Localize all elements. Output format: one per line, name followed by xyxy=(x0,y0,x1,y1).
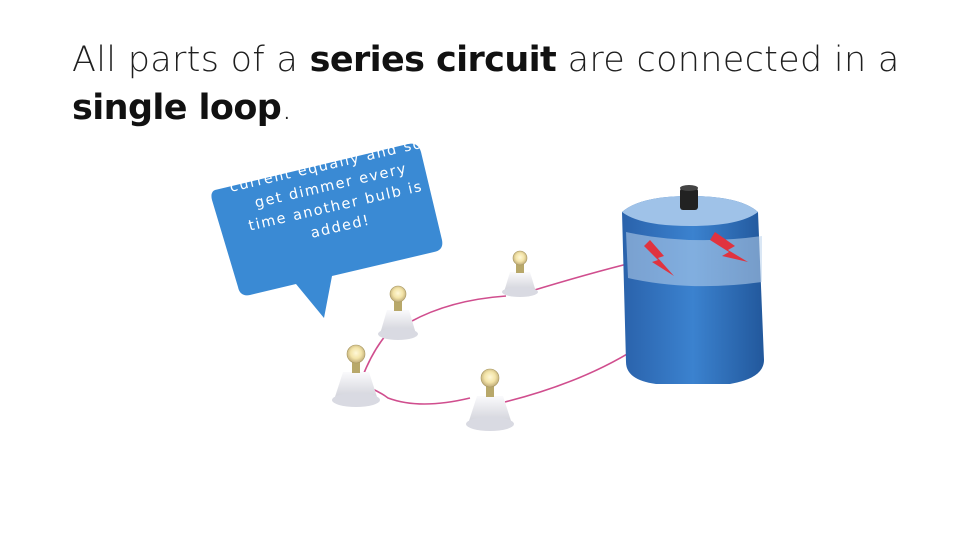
lamp-icon xyxy=(466,368,514,431)
title-text-3: . xyxy=(281,88,293,128)
battery-terminal xyxy=(680,188,698,210)
lamp-icon xyxy=(378,285,418,340)
lamp-icon xyxy=(332,344,380,407)
title-emphasis-series-circuit: series circuit xyxy=(309,40,557,80)
title-emphasis-single-loop: single loop xyxy=(72,88,282,128)
title-text-1: All parts of a xyxy=(72,40,310,80)
battery-icon xyxy=(622,185,764,384)
title-text-2: are connected in a xyxy=(556,40,900,80)
slide-title: All parts of a series circuit are connec… xyxy=(72,36,932,132)
lamp-icon xyxy=(502,250,538,297)
lightning-icon xyxy=(644,232,748,276)
speech-bubble-shape xyxy=(211,143,443,318)
